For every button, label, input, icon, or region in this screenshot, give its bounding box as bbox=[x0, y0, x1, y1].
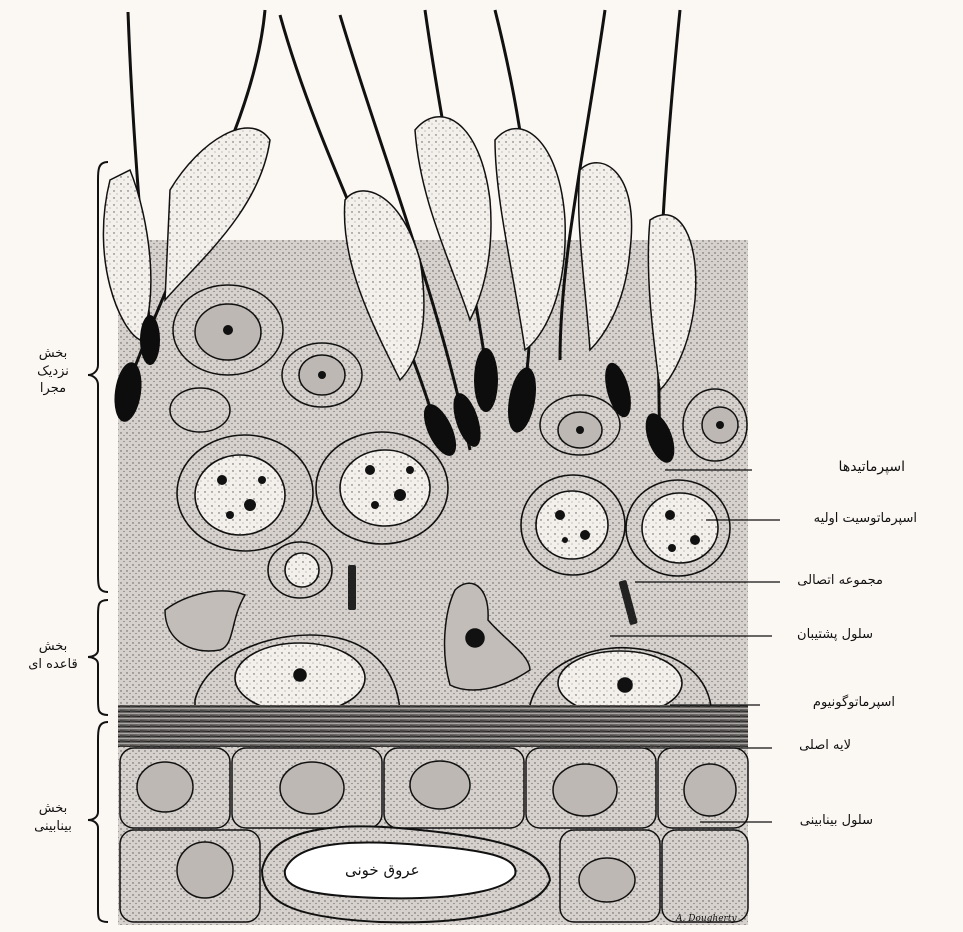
basal-zone-label: بخش قاعده ای bbox=[18, 638, 88, 673]
basal-lamina bbox=[118, 705, 748, 747]
primary-spermatocyte-label: اسپرماتوسیت اولیه bbox=[814, 511, 917, 526]
zone-brackets bbox=[88, 162, 108, 922]
adluminal-zone-label: بخش نزدیک مجرا bbox=[18, 345, 88, 398]
interstitial-zone-label: بخش بینابینی bbox=[18, 800, 88, 835]
sertoli-cell-label: سلول پشتیبان bbox=[797, 627, 873, 642]
spermatogonium-label: اسپرماتوگونیوم bbox=[813, 695, 895, 710]
interstitial-cell-label: سلول بینابینی bbox=[800, 813, 873, 828]
spermatids-label: اسپرماتیدها bbox=[839, 459, 905, 475]
basal-lamina-label: لایه اصلی bbox=[799, 738, 851, 753]
artist-signature: A. Dougherty bbox=[676, 914, 737, 924]
junctional-complex-label: مجموعه اتصالی bbox=[797, 573, 883, 588]
blood-vessel-label: عروق خونی bbox=[345, 861, 420, 879]
